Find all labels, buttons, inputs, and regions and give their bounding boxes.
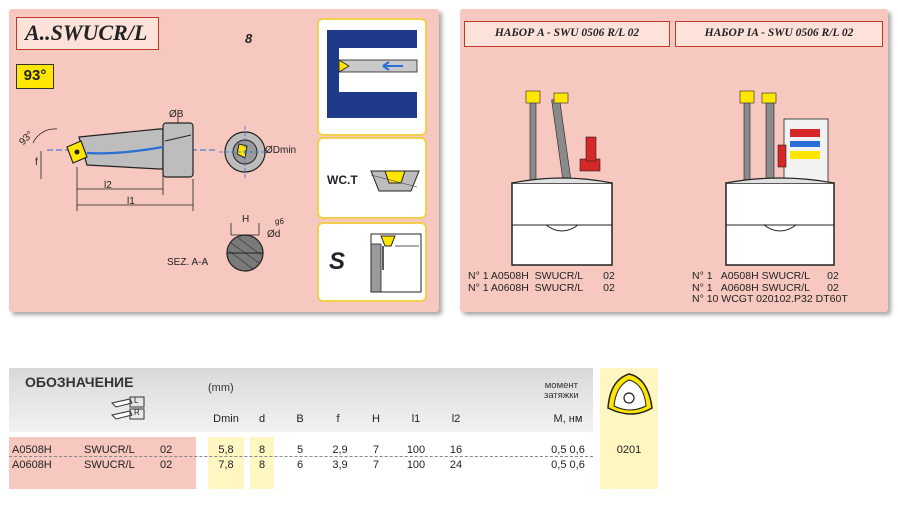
kit-a-line: N° 1 A0608H SWUCR/L 02 <box>468 281 615 294</box>
row-type: SWUCR/L <box>84 459 135 471</box>
row-code: A0608H <box>12 459 52 471</box>
r-mark: R <box>134 408 140 417</box>
screw-icon <box>370 233 422 293</box>
row-l1: 100 <box>406 459 426 471</box>
col-h: H <box>372 413 380 425</box>
units-label: (mm) <box>208 382 234 394</box>
d-label: Ød <box>267 229 281 240</box>
table-header-bar <box>9 368 593 432</box>
boring-bar-drawing <box>32 115 217 211</box>
insert-column: 0201 <box>600 368 658 489</box>
tool-drawing-panel: A..SWUCR/L 8 93° 93° f ØB l2 l1 ØDmin <box>9 9 439 312</box>
h-label: H <box>242 214 250 225</box>
row-b: 6 <box>296 459 304 471</box>
col-dmin: Dmin <box>213 413 239 425</box>
col-d: d <box>258 413 266 425</box>
insert-clamp-card: WC.T <box>317 137 427 219</box>
row-f: 2,9 <box>332 444 348 456</box>
col-l2: l2 <box>451 413 461 425</box>
l-mark: L <box>134 396 139 405</box>
row-dmin: 5,8 <box>218 444 234 456</box>
row-type: SWUCR/L <box>84 444 135 456</box>
row-separator <box>9 456 593 457</box>
row-torque: 0,5 0,6 <box>551 444 585 456</box>
wct-label: WC.T <box>327 173 358 187</box>
dmin-column-bg <box>208 437 244 489</box>
insert-code: 0201 <box>616 444 642 456</box>
torque-line-2: затяжки <box>544 390 579 401</box>
row-ver: 02 <box>160 444 173 456</box>
col-f: f <box>336 413 340 425</box>
kit-ia-title: НАБОР IA - SWU 0506 R/L 02 <box>675 21 883 47</box>
row-torque: 0,5 0,6 <box>551 459 585 471</box>
torque-line-1: момент <box>544 380 578 391</box>
kit-ia-line: N° 1 A0508H SWUCR/L 02 <box>692 270 839 282</box>
torque-label: момент затяжки <box>544 381 579 401</box>
d-column-bg <box>250 437 274 489</box>
row-code: A0508H <box>12 444 52 456</box>
row-dmin: 7,8 <box>218 459 234 471</box>
kit-a-contents: N° 1 A0508H SWUCR/L 02 N° 1 A0608H SWUCR… <box>468 270 615 294</box>
col-l1: l1 <box>411 413 421 425</box>
kit-ia-contents: N° 1 A0508H SWUCR/L 02 N° 1 A0608H SWUCR… <box>692 270 848 306</box>
kit-ia-box-drawing <box>725 90 835 266</box>
l1-label: l1 <box>127 196 135 207</box>
left-right-hand-icon <box>111 396 145 420</box>
l2-label: l2 <box>104 180 112 191</box>
kit-ia-line: N° 1 A0608H SWUCR/L 02 <box>692 281 839 294</box>
row-l2: 16 <box>449 444 463 456</box>
angle-badge: 93° <box>16 64 54 89</box>
row-d: 8 <box>258 459 266 471</box>
tool-title: A..SWUCR/L <box>16 17 159 50</box>
row-l2: 24 <box>449 459 463 471</box>
application-card <box>317 18 427 136</box>
kit-a-line: N° 1 A0508H SWUCR/L 02 <box>468 270 615 282</box>
end-view-drawing <box>219 126 271 178</box>
row-d: 8 <box>258 444 266 456</box>
s-label: S <box>329 248 346 275</box>
g6-label: g6 <box>275 217 284 226</box>
boring-application-icon <box>327 30 418 118</box>
f-label: f <box>35 157 38 168</box>
screw-type-card: S <box>317 222 427 302</box>
row-ver: 02 <box>160 459 173 471</box>
kit-a-title: НАБОР A - SWU 0506 R/L 02 <box>464 21 670 47</box>
row-f: 3,9 <box>332 459 348 471</box>
kit-ia-line: N° 10 WCGT 020102.P32 DT60T <box>692 293 848 305</box>
b-label: ØB <box>169 109 184 120</box>
row-h: 7 <box>372 444 380 456</box>
col-b: B <box>296 413 304 425</box>
section-view-drawing <box>226 223 264 272</box>
section-label: SEZ. A-A <box>167 257 209 268</box>
row-h: 7 <box>372 459 380 471</box>
col-torque: M, нм <box>553 413 583 425</box>
designation-header: ОБОЗНАЧЕНИЕ <box>25 374 134 390</box>
row-l1: 100 <box>406 444 426 456</box>
trigon-insert-icon <box>607 373 653 415</box>
dmin-label: ØDmin <box>265 145 297 156</box>
catalog-number: 8 <box>245 31 253 46</box>
designation-column-bg <box>9 437 196 489</box>
kit-a-box-drawing <box>511 90 613 266</box>
row-b: 5 <box>296 444 304 456</box>
kits-panel: НАБОР A - SWU 0506 R/L 02 НАБОР IA - SWU… <box>460 9 888 312</box>
insert-clamp-icon <box>370 170 420 192</box>
